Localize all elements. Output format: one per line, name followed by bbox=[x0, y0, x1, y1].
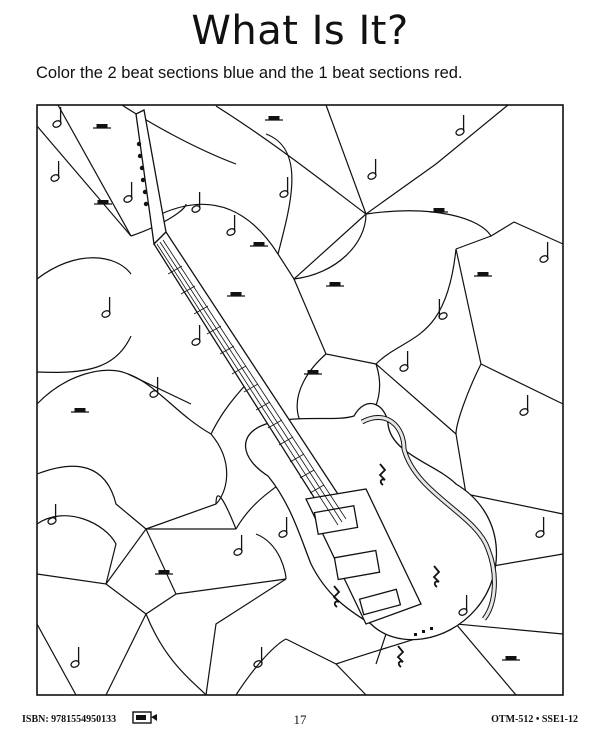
publisher-logo bbox=[132, 711, 157, 724]
instructions: Color the 2 beat sections blue and the 1… bbox=[36, 64, 463, 82]
product-code: OTM-512 • SSE1-12 bbox=[491, 714, 578, 725]
page-number: 17 bbox=[293, 712, 307, 727]
color-by-note-picture bbox=[36, 104, 564, 696]
isbn-label: ISBN: 9781554950133 bbox=[22, 714, 117, 725]
page-title: What Is It? bbox=[191, 8, 409, 54]
